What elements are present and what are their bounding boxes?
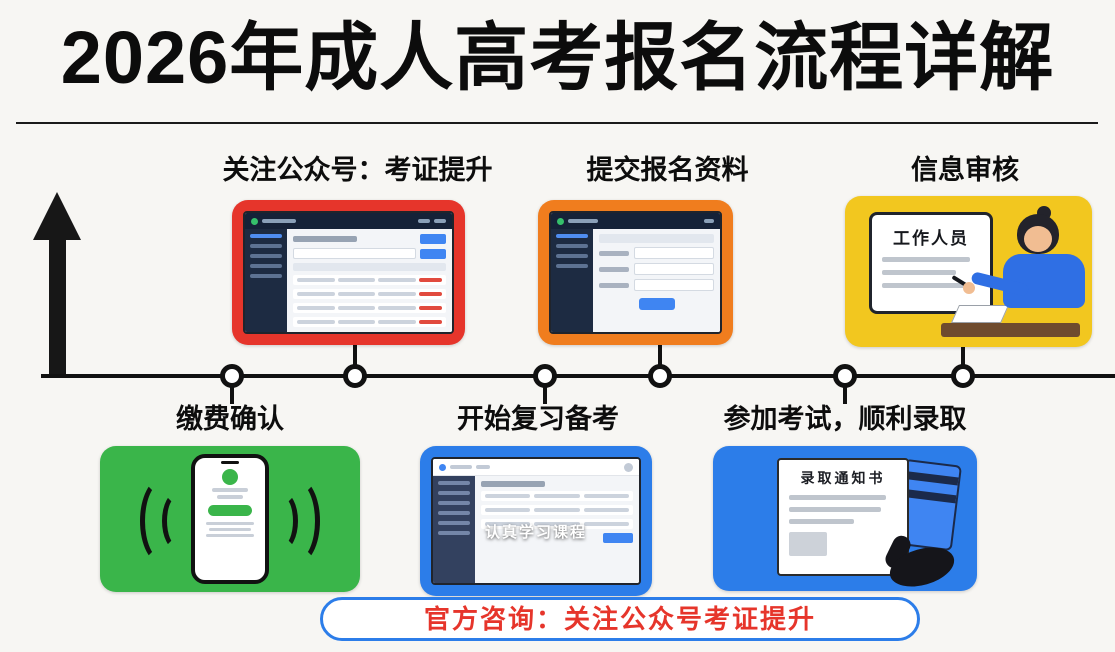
pay-confirm-button <box>207 505 253 516</box>
step6-label: 参加考试，顺利录取 <box>723 404 967 434</box>
timeline-node-step2 <box>648 364 672 388</box>
mini-form <box>593 229 720 332</box>
connector-step5 <box>543 387 547 404</box>
mini-table-row <box>293 303 446 313</box>
mini-logo-icon <box>439 463 446 471</box>
timeline-node-step3 <box>951 364 975 388</box>
official-consult-pill: 官方咨询：关注公众号考证提升 <box>320 597 920 641</box>
connector-step1 <box>353 345 357 365</box>
step6-card: 录取通知书 <box>713 446 977 594</box>
signal-wave-icon <box>162 492 192 550</box>
mini-content <box>287 229 452 332</box>
step4-card <box>100 446 360 592</box>
mini-search-row <box>293 234 446 244</box>
mini-sidebar-menu <box>551 229 593 332</box>
mini-logo-icon <box>251 217 258 225</box>
mini-table-row <box>293 317 446 327</box>
step3-label: 信息审核 <box>911 155 1019 185</box>
mini-action-button <box>603 533 633 543</box>
letter-stamp-block <box>789 532 827 556</box>
payment-avatar <box>222 469 238 485</box>
person-face <box>1024 226 1052 252</box>
step5-label: 开始复习备考 <box>457 404 619 434</box>
study-overlay-text: 认真学习课程 <box>484 524 587 541</box>
title-underline <box>16 122 1098 124</box>
mini-form-row <box>599 263 714 275</box>
mini-sidebar-menu <box>433 476 475 583</box>
step2-label: 提交报名资料 <box>586 155 749 185</box>
step1-label: 关注公众号：考证提升 <box>222 155 493 185</box>
arrow-stem <box>48 240 66 376</box>
signal-wave-icon <box>276 478 320 564</box>
mini-table-row <box>293 289 446 299</box>
timeline-node-step4 <box>220 364 244 388</box>
mini-browser-topbar <box>245 213 452 229</box>
mini-navbar <box>433 459 639 476</box>
step2-card <box>538 200 733 345</box>
mini-sidebar-menu <box>245 229 287 332</box>
signal-wave-icon <box>140 478 184 564</box>
phone-payment-illustration <box>100 446 360 592</box>
mini-browser-topbar <box>551 213 720 229</box>
step5-card: 认真学习课程 <box>420 446 652 596</box>
page-title: 2026年成人高考报名流程详解 <box>60 16 1055 99</box>
timeline <box>41 374 1115 378</box>
connector-step4 <box>230 387 234 404</box>
timeline-node-step1 <box>343 364 367 388</box>
timeline-node-step5 <box>533 364 557 388</box>
admission-letter-illustration: 录取通知书 <box>713 446 977 594</box>
timeline-node-step6 <box>833 364 857 388</box>
step3-card: 工作人员 <box>845 196 1092 347</box>
step1-website-screenshot <box>243 211 454 334</box>
paper-on-desk <box>950 305 1010 323</box>
admission-letter-title: 录取通知书 <box>800 470 886 486</box>
mini-form-row <box>599 279 714 291</box>
connector-step2 <box>658 345 662 365</box>
staff-sign: 工作人员 <box>869 212 993 314</box>
step2-form-screenshot <box>549 211 722 334</box>
mini-avatar <box>624 462 633 472</box>
reviewer-illustration: 工作人员 <box>845 196 1092 347</box>
signal-wave-icon <box>268 492 298 550</box>
mini-search-button <box>420 234 446 244</box>
mini-course-row <box>481 491 633 501</box>
person-hand <box>963 282 975 294</box>
mini-logo-icon <box>557 217 564 225</box>
mini-course-row <box>481 519 633 529</box>
connector-step6 <box>843 387 847 404</box>
mini-course-row <box>481 505 633 515</box>
staff-sign-title: 工作人员 <box>893 229 969 248</box>
arrow-head <box>33 192 81 240</box>
mini-form-row <box>599 247 714 259</box>
mini-table-row <box>293 275 446 285</box>
mini-course-list <box>475 476 639 583</box>
phone-speaker <box>221 461 239 464</box>
connector-step3 <box>961 347 965 365</box>
mini-table-header <box>293 263 446 271</box>
up-arrow-icon <box>33 192 81 376</box>
step1-card <box>232 200 465 345</box>
step4-label: 缴费确认 <box>176 404 284 434</box>
mini-submit-button <box>638 298 675 310</box>
phone <box>191 454 269 584</box>
desk <box>941 323 1080 337</box>
step5-learning-screenshot: 认真学习课程 <box>431 457 641 585</box>
